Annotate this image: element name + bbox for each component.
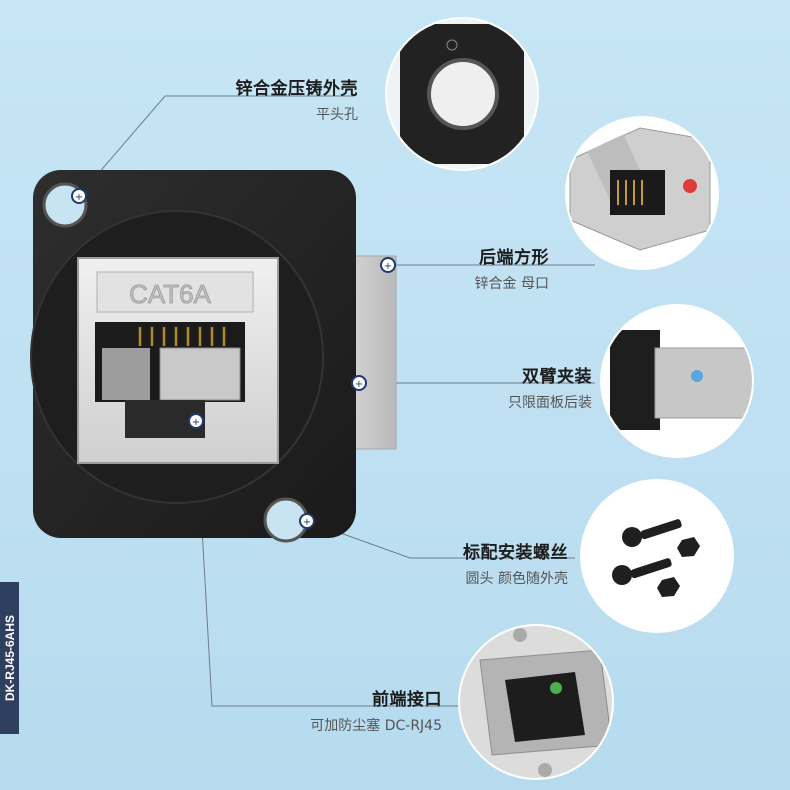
product-code-label: DK-RJ45-6AHS	[0, 582, 19, 734]
callout-subtitle: 圆头 颜色随外壳	[465, 571, 568, 587]
svg-text:+: +	[75, 192, 83, 203]
callout-title: 后端方形	[479, 248, 549, 268]
jack-marking: CAT6A	[129, 279, 212, 309]
callout-subtitle: 只限面板后装	[508, 395, 592, 411]
marker-front: +	[188, 413, 204, 429]
zoom-dual-arm-clamp	[600, 304, 754, 458]
callout-title: 双臂夹装	[522, 367, 592, 387]
svg-text:+: +	[303, 517, 311, 528]
marker-rear: +	[380, 257, 396, 273]
marker-clamp: +	[351, 375, 367, 391]
callout-title: 前端接口	[372, 690, 442, 710]
callout-rear-square: 后端方形 锌合金 母口	[475, 243, 549, 293]
svg-text:+: +	[192, 417, 200, 428]
callout-title: 标配安装螺丝	[463, 543, 568, 563]
zoom-front-port	[458, 624, 614, 780]
callout-dual-arm: 双臂夹装 只限面板后装	[508, 362, 592, 412]
svg-text:+: +	[384, 261, 392, 272]
callout-title: 锌合金压铸外壳	[235, 79, 358, 99]
zoom-rear-jack	[565, 116, 719, 270]
callout-subtitle: 可加防尘塞 DC-RJ45	[310, 718, 442, 734]
callout-subtitle: 锌合金 母口	[474, 276, 549, 292]
svg-text:+: +	[355, 379, 363, 390]
callout-housing: 锌合金压铸外壳 平头孔	[236, 74, 359, 124]
callout-front-port: 前端接口 可加防尘塞 DC-RJ45	[310, 685, 442, 735]
product-code: DK-RJ45-6AHS	[2, 614, 17, 702]
zoom-mounting-screws	[580, 479, 734, 633]
rj45-jack: CAT6A	[77, 257, 279, 464]
callout-screws: 标配安装螺丝 圆头 颜色随外壳	[463, 538, 568, 588]
marker-screws: +	[299, 513, 315, 529]
zoom-flat-head-hole	[385, 17, 539, 171]
callout-subtitle: 平头孔	[316, 107, 358, 123]
marker-housing: +	[71, 188, 87, 204]
callout-markers: + + + + +	[71, 188, 396, 529]
